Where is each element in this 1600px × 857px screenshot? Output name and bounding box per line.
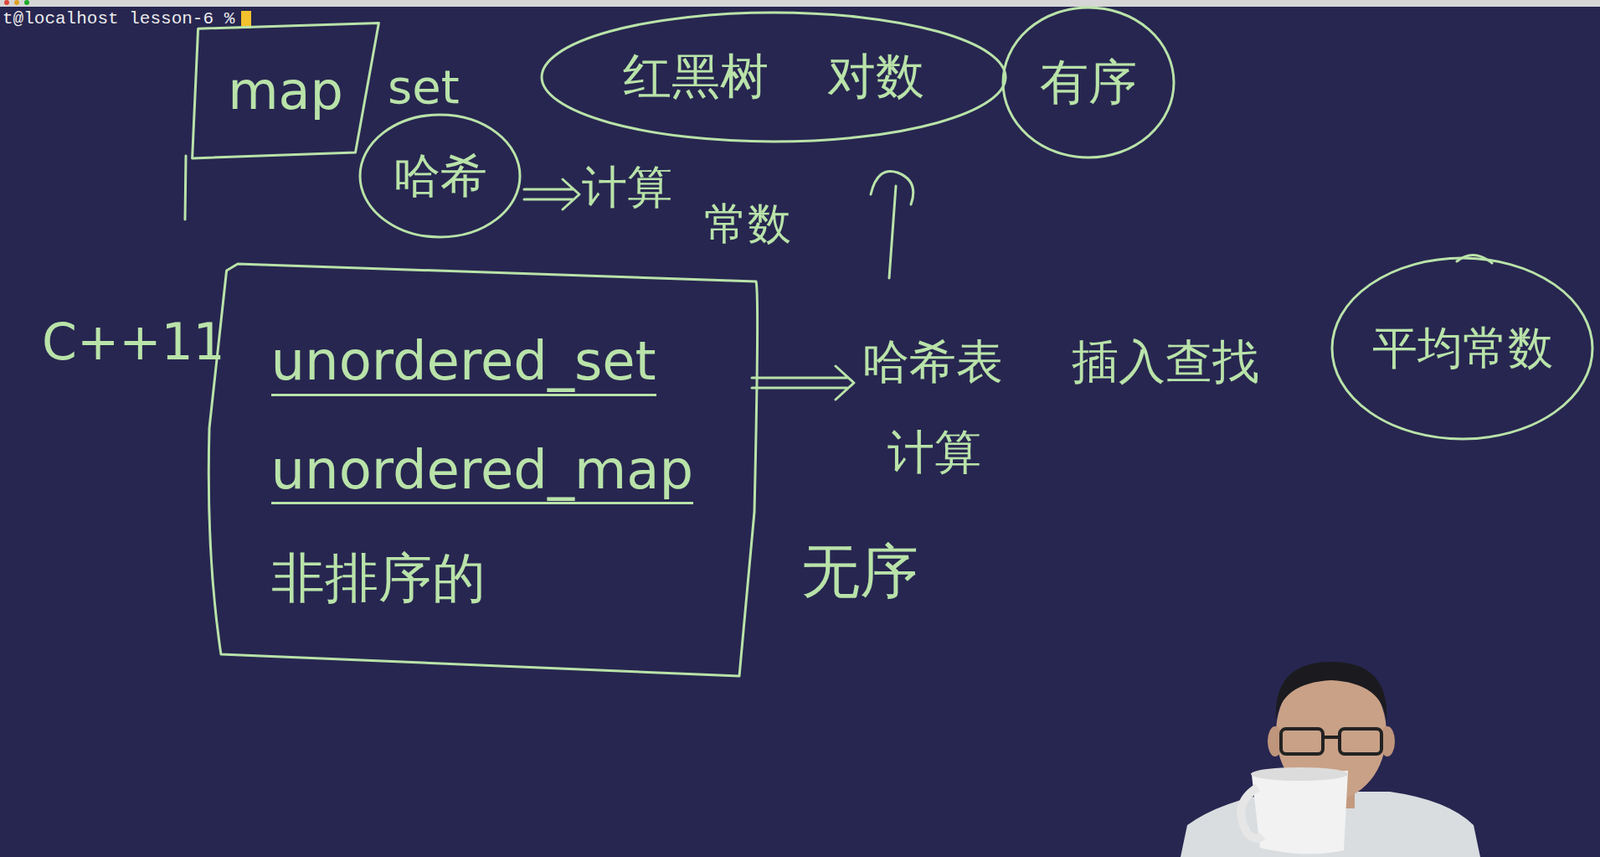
ink-strokes	[185, 155, 1492, 400]
handwritten-text: 平均常数	[1372, 321, 1554, 376]
circled-term: 哈希	[357, 112, 523, 240]
handwritten-note: C++11	[41, 311, 226, 372]
node-content: 有序	[1039, 53, 1137, 113]
handwritten-note: 无序	[801, 535, 919, 607]
handwritten-note: set	[387, 58, 460, 115]
handwritten-text: 有序	[1039, 53, 1137, 113]
window-button	[14, 0, 20, 6]
node-shape	[208, 263, 757, 676]
handwritten-text: 哈希	[393, 147, 488, 204]
handwritten-text: 非排序的	[271, 545, 486, 611]
handwritten-text: unordered_set	[271, 329, 657, 397]
handwritten-text: unordered_map	[271, 437, 695, 505]
node-content: map	[227, 60, 344, 123]
circled-term: 平均常数	[1329, 255, 1595, 442]
container-box: unordered_set unordered_map 非排序的	[204, 260, 762, 680]
circled-term: 有序	[1000, 5, 1177, 160]
ink-arrow	[751, 365, 855, 400]
window-bar	[0, 0, 1600, 7]
node-shape	[360, 114, 520, 237]
node-content: 红黑树对数	[622, 47, 925, 107]
ink-arrow	[524, 179, 580, 210]
node-content: unordered_set unordered_map 非排序的	[271, 329, 695, 611]
handwritten-text: 红黑树	[622, 47, 769, 107]
node-content: 哈希	[393, 147, 488, 204]
handwritten-note: 常数	[704, 197, 792, 250]
node-shape	[192, 22, 380, 159]
circled-terms: 红黑树对数	[539, 10, 1009, 145]
node-shape	[1332, 257, 1593, 439]
handwritten-note: 插入查找	[1071, 333, 1260, 390]
handwritten-note: 计算	[887, 423, 982, 480]
node-shape	[541, 12, 1006, 142]
node-shape	[1003, 7, 1174, 158]
handwritten-text: 对数	[827, 47, 925, 107]
node-outline	[539, 10, 1009, 145]
handwritten-note: 哈希表	[862, 333, 1004, 390]
ink-scribble	[870, 170, 914, 278]
handwritten-note: 计算	[581, 160, 673, 216]
terminal-prompt: t@localhost lesson-6 %	[2, 8, 235, 30]
window-button	[24, 0, 30, 6]
node-content: 平均常数	[1372, 321, 1554, 376]
lecturer-figure	[1180, 661, 1481, 857]
boxed-term: map	[188, 20, 383, 163]
window-button	[4, 0, 10, 6]
ink-line	[185, 155, 186, 220]
handwritten-text: map	[227, 60, 344, 123]
